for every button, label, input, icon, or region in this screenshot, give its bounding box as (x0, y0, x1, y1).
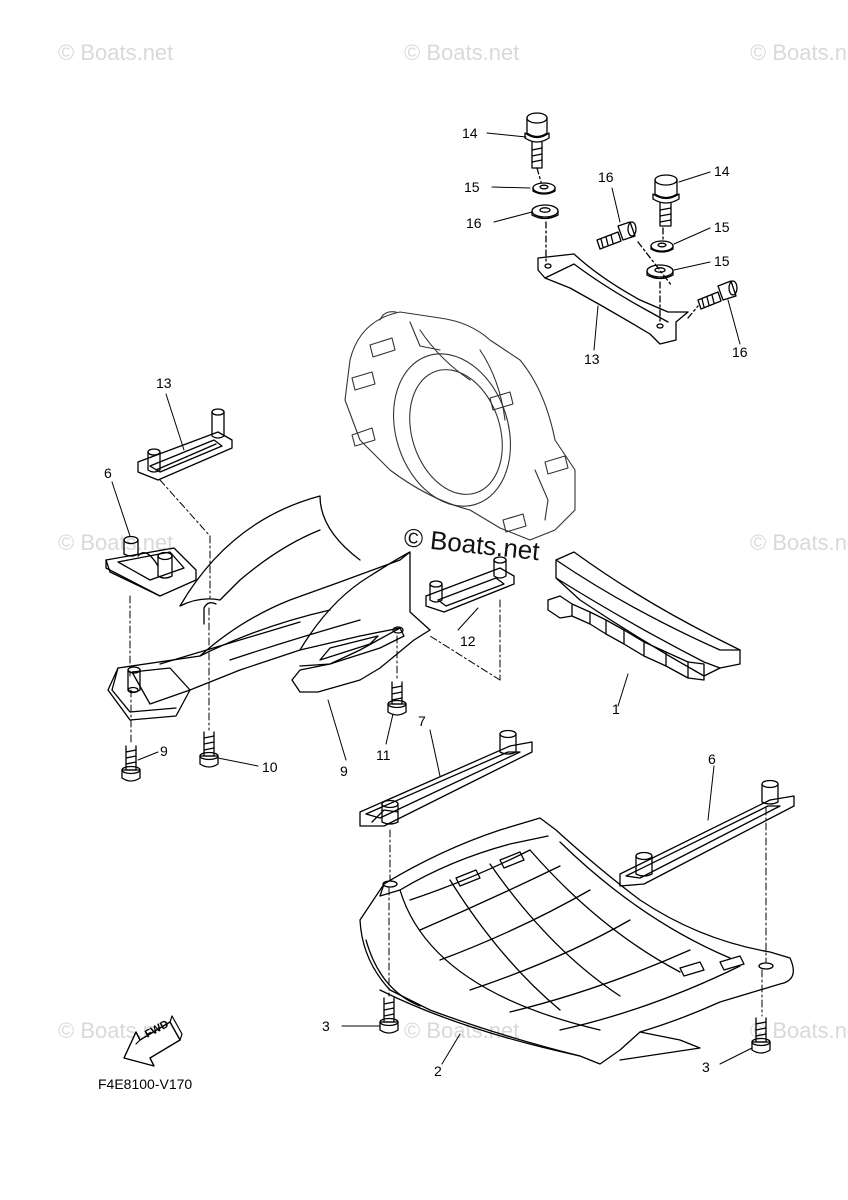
bolt-9-center (387, 681, 407, 716)
bracket-12 (537, 253, 689, 345)
bolt-9-left (199, 731, 219, 768)
callout-1[interactable]: 1 (612, 701, 620, 717)
washer-14-right (650, 240, 674, 253)
callout-3-left[interactable]: 3 (322, 1018, 330, 1034)
callout-12[interactable]: 13 (584, 351, 600, 367)
callout-10[interactable]: 12 (460, 633, 476, 649)
mount-plate-11 (137, 408, 233, 481)
bolt-16-lower (697, 280, 738, 310)
callout-16-bottom[interactable]: 16 (732, 344, 748, 360)
watermark-bottom-center: © Boats.net (404, 1018, 520, 1043)
bracket-alignment-lines (536, 167, 699, 325)
pump-housing (344, 311, 576, 541)
callout-2[interactable]: 2 (434, 1063, 442, 1079)
mount-plate-10 (425, 556, 515, 613)
watermark-top-left: © Boats.net (58, 40, 174, 65)
plate-4 (619, 779, 795, 887)
bolt-3-left (379, 997, 399, 1034)
callout-13-right[interactable]: 14 (714, 163, 730, 179)
alignment-lines (129, 479, 767, 1017)
callout-14-left[interactable]: 15 (464, 179, 480, 195)
bolt-3-right (751, 1017, 771, 1054)
callout-9-center[interactable]: 11 (376, 747, 391, 763)
mount-plate-6 (105, 535, 197, 597)
callout-11[interactable]: 13 (156, 375, 172, 391)
fwd-arrow-icon (123, 1015, 183, 1067)
callout-4[interactable]: 6 (708, 751, 716, 767)
bottom-plate-2 (359, 817, 794, 1065)
callout-13-left[interactable]: 14 (462, 125, 478, 141)
intake-duct-7 (107, 495, 431, 721)
callout-16-top[interactable]: 16 (598, 169, 614, 185)
drawing-code: F4E8100-V170 (98, 1076, 193, 1092)
watermark-top-center: © Boats.net (404, 40, 520, 65)
plate-5 (359, 729, 533, 827)
callout-8[interactable]: 9 (160, 743, 168, 759)
watermark-top-right: © Boats.net (750, 40, 848, 65)
cushion-block-1 (547, 551, 741, 681)
bolt-13-top-left (524, 112, 550, 169)
watermark-mid-right: © Boats.net (750, 530, 848, 555)
bolt-16-upper (596, 221, 637, 250)
washer-15-right (646, 264, 674, 280)
leader-lines (111, 132, 753, 1065)
callout-15-right[interactable]: 15 (714, 253, 730, 269)
callout-15-left[interactable]: 16 (466, 215, 482, 231)
callout-6[interactable]: 6 (104, 465, 112, 481)
washer-14-left (532, 182, 556, 195)
callout-9-left[interactable]: 10 (262, 759, 278, 775)
callout-5[interactable]: 7 (418, 713, 426, 729)
callout-3-right[interactable]: 3 (702, 1059, 710, 1075)
callout-14-right[interactable]: 15 (714, 219, 730, 235)
washer-15-left (531, 204, 559, 220)
bolt-13-top-right (652, 174, 680, 227)
watermark-mid-left: © Boats.net (58, 530, 174, 555)
bolt-8 (121, 745, 141, 782)
callout-7[interactable]: 9 (340, 763, 348, 779)
